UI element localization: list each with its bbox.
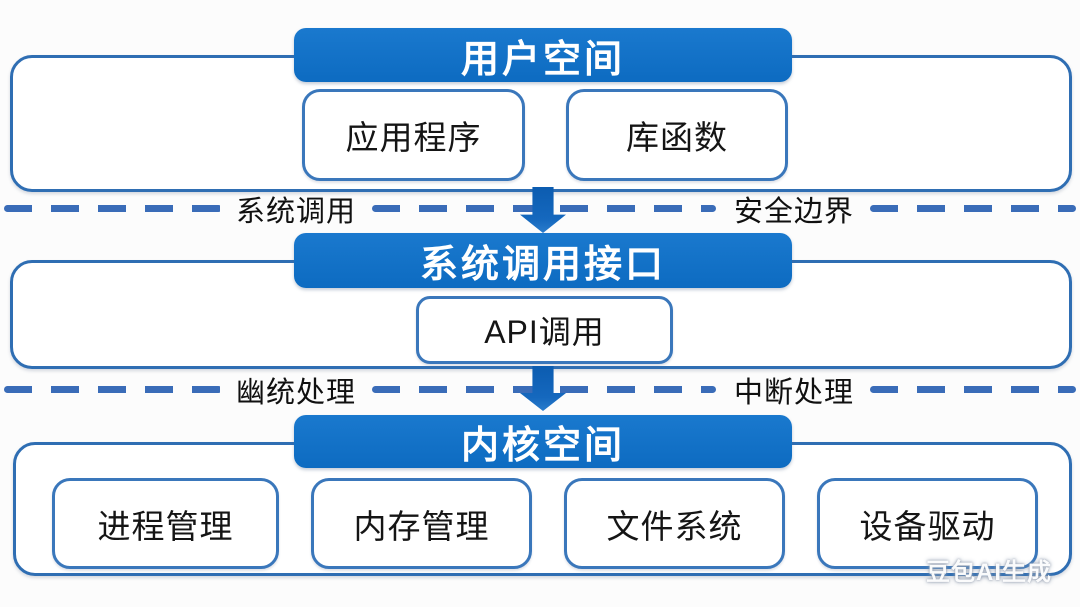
- divider1-left-label: 系统调用: [235, 196, 356, 228]
- divider1-dash-right: [870, 205, 1076, 212]
- api-call-box-label: API调用: [484, 314, 605, 350]
- api-call-box: API调用: [416, 296, 673, 364]
- divider1-right-label: 安全边界: [733, 196, 854, 228]
- kernel-space-header: 内核空间: [294, 415, 792, 468]
- divider2-left-label: 幽统处理: [235, 377, 356, 409]
- device-driver-label: 设备驱动: [859, 507, 996, 545]
- user-space-header: 用户空间: [294, 28, 792, 82]
- library-functions-box-label: 库函数: [626, 119, 728, 156]
- divider1-dash-left: [4, 205, 222, 212]
- process-management-label: 进程管理: [97, 507, 234, 545]
- library-functions-box: 库函数: [566, 89, 788, 181]
- syscall-interface-header: 系统调用接口: [294, 233, 792, 288]
- file-system-box: 文件系统: [564, 478, 785, 569]
- device-driver-box: 设备驱动: [817, 478, 1038, 569]
- divider2-right-label: 中断处理: [733, 377, 854, 409]
- memory-management-label: 内存管理: [353, 507, 490, 545]
- syscall-interface-title: 系统调用接口: [419, 244, 666, 286]
- ai-watermark: 豆包AI生成: [926, 559, 1052, 586]
- divider2-dash-right: [870, 386, 1076, 393]
- application-box-label: 应用程序: [345, 119, 482, 156]
- application-box: 应用程序: [302, 89, 525, 181]
- file-system-label: 文件系统: [606, 507, 743, 545]
- memory-management-box: 内存管理: [311, 478, 532, 569]
- process-management-box: 进程管理: [52, 478, 279, 569]
- user-space-title: 用户空间: [460, 38, 625, 81]
- divider2-dash-left: [4, 386, 222, 393]
- kernel-space-title: 内核空间: [460, 425, 625, 467]
